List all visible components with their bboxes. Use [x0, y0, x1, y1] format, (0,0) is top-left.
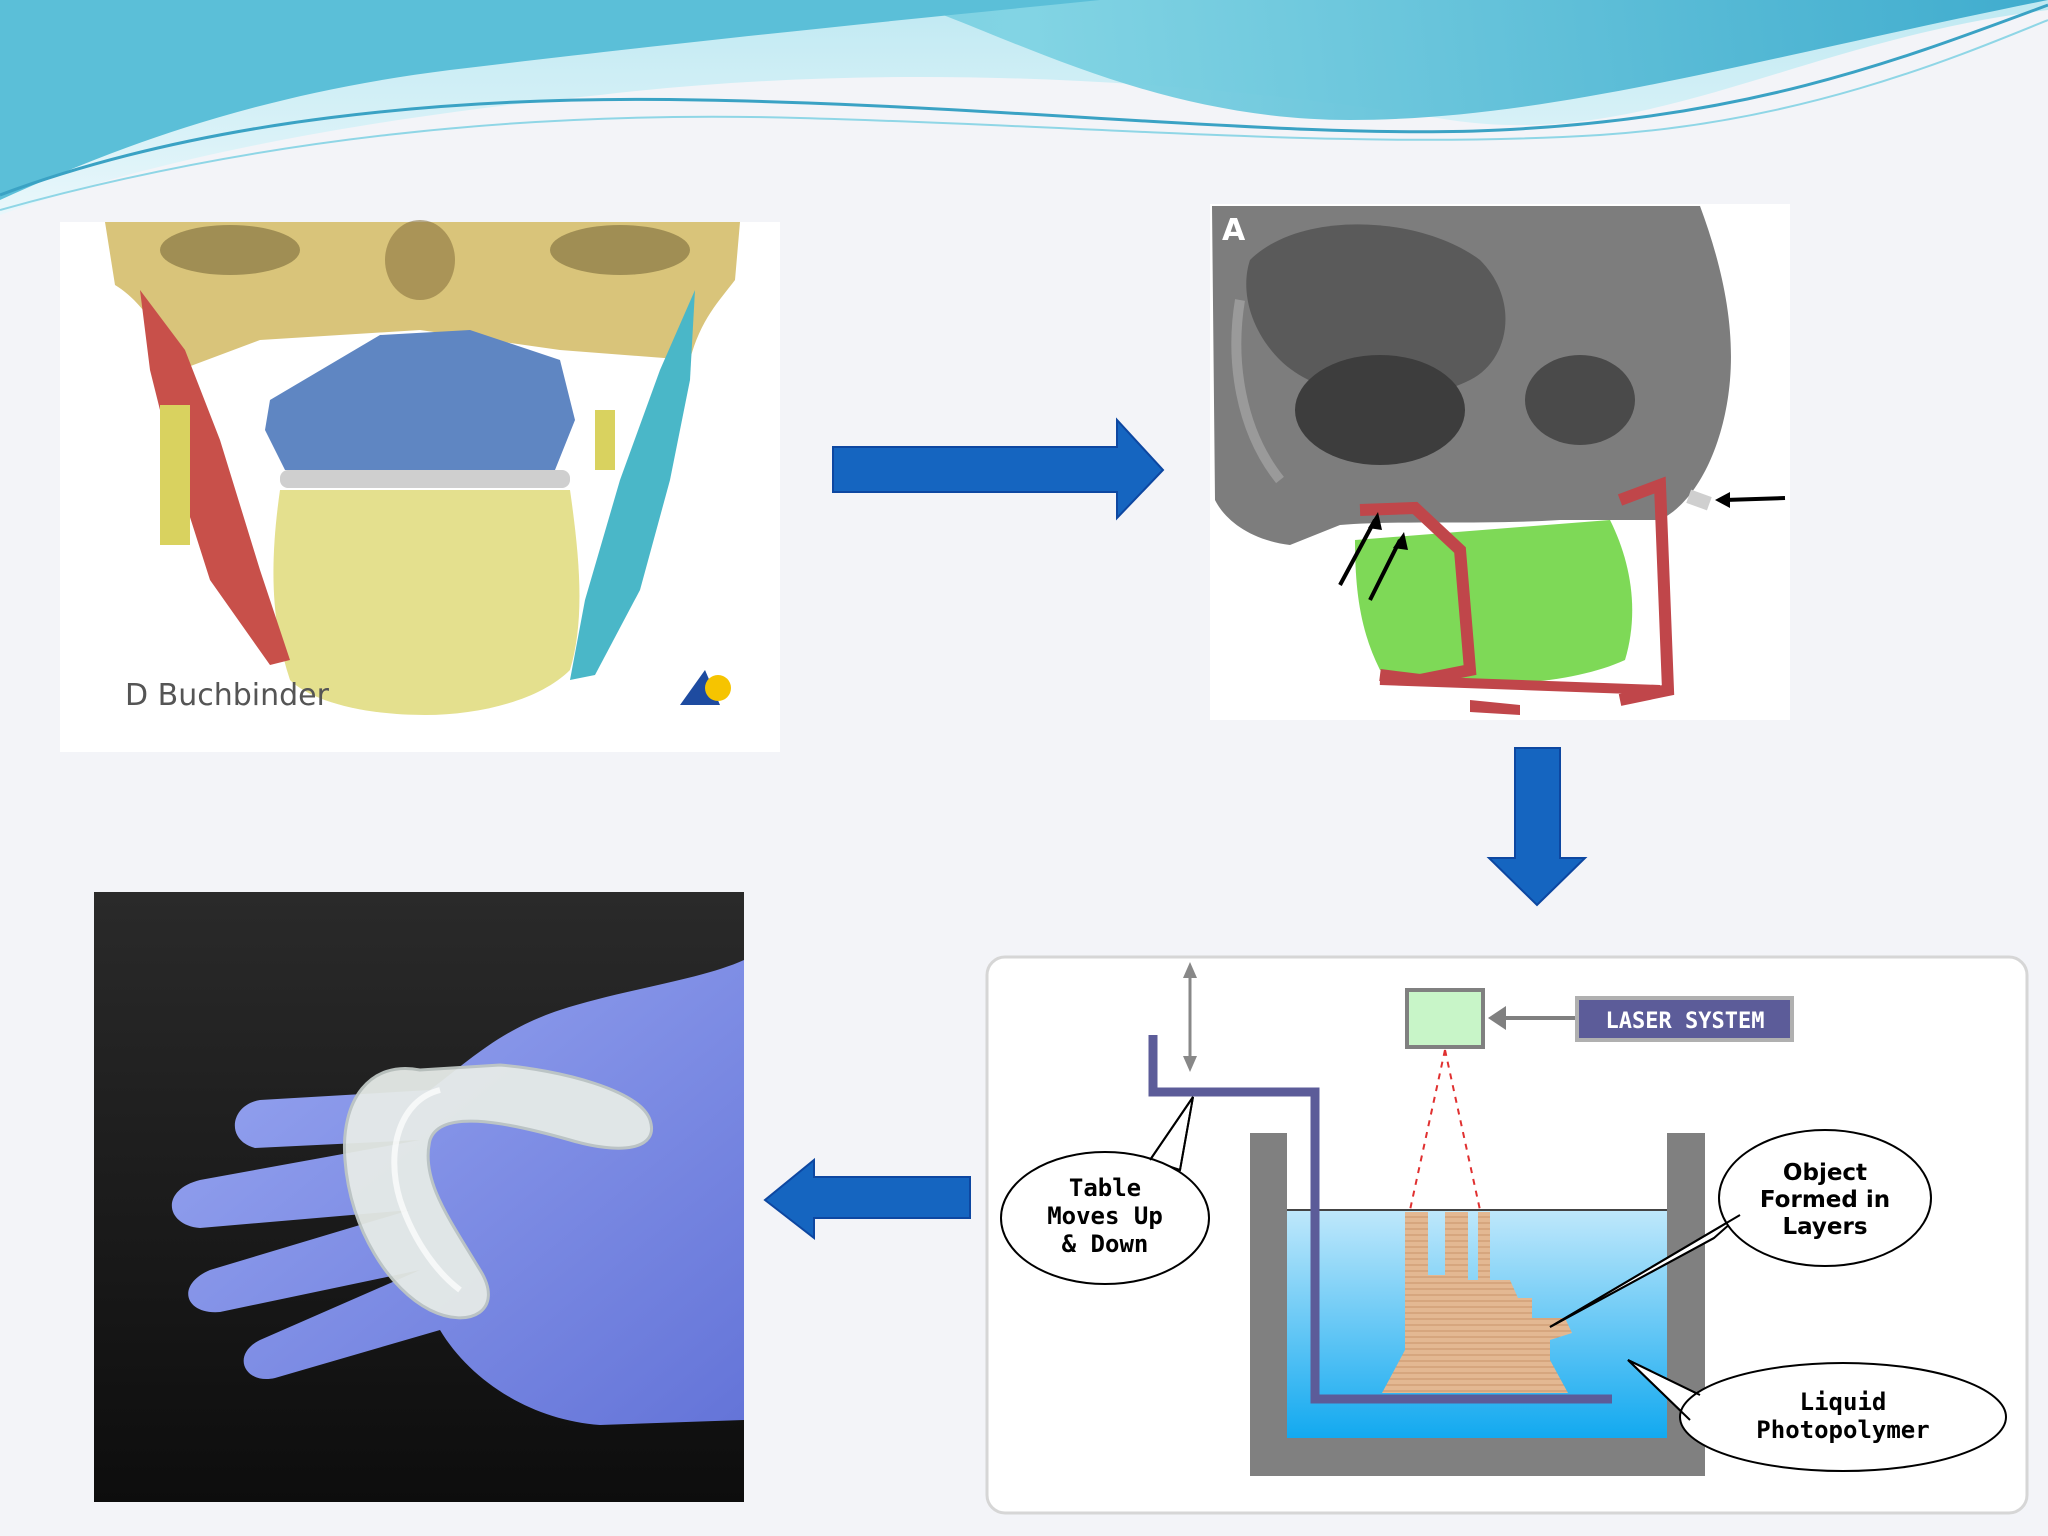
object-callout-line-2: Formed in — [1760, 1187, 1890, 1213]
flow-arrow-down — [1486, 747, 1588, 907]
header-wave-decoration — [0, 0, 2048, 215]
image-credit: D Buchbinder — [125, 678, 330, 713]
liquid-callout-line-2: Photopolymer — [1756, 1416, 1929, 1444]
table-callout-line-2: Moves Up — [1047, 1202, 1163, 1230]
object-callout-line-1: Object — [1783, 1160, 1867, 1186]
panel-label: A — [1222, 213, 1246, 248]
liquid-callout: Liquid Photopolymer — [1627, 1359, 2007, 1472]
skull-surgical-guide-image: A — [1210, 204, 1790, 720]
table-callout-line-1: Table — [1069, 1174, 1141, 1202]
flow-arrow-right — [832, 417, 1165, 521]
object-callout: Object Formed in Layers — [1549, 1129, 1932, 1328]
elevator-table — [1148, 1035, 1612, 1404]
object-callout-line-3: Layers — [1782, 1214, 1867, 1240]
laser-head — [1405, 988, 1485, 1049]
printed-splint-photo — [94, 892, 744, 1502]
laser-system-label: LASER SYSTEM — [1606, 1009, 1765, 1034]
flow-arrow-left — [763, 1157, 971, 1241]
stereolithography-diagram: LASER SYSTEM Table Moves Up & Down Objec… — [985, 955, 2029, 1515]
skull-surgical-plan-image: D Buchbinder — [60, 220, 780, 752]
up-down-arrow-icon — [1183, 962, 1197, 1072]
laser-system-label-box — [1575, 996, 1794, 1042]
printed-object — [1382, 1212, 1572, 1393]
table-callout: Table Moves Up & Down — [1000, 1096, 1210, 1285]
liquid-callout-line-1: Liquid — [1800, 1388, 1887, 1416]
table-callout-line-3: & Down — [1062, 1230, 1149, 1258]
